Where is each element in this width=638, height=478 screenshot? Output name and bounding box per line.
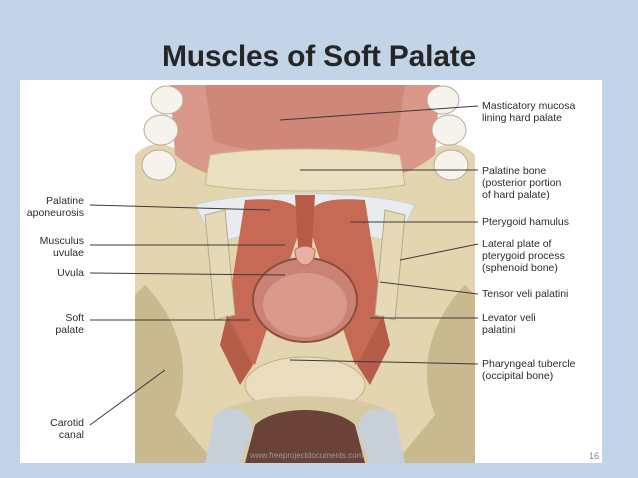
label-tensor-veli-palatini: Tensor veli palatini — [482, 288, 569, 300]
hard-palate-shade — [205, 85, 405, 153]
footer-watermark: www.freeprojectdocuments.com — [250, 451, 364, 460]
slide-title: Muscles of Soft Palate — [161, 40, 476, 73]
label-masticatory-mucosa: Masticatory mucosa lining hard palate — [482, 100, 576, 124]
label-pterygoid-hamulus: Pterygoid hamulus — [482, 216, 569, 228]
bone-shadow-right — [395, 285, 475, 463]
bone-shadow — [135, 285, 215, 463]
levator-right — [357, 315, 390, 385]
label-pharyngeal-tubercle: Pharyngeal tubercle (occipital bone) — [482, 358, 576, 382]
label-palatine-aponeurosis: Palatine aponeurosis — [26, 195, 84, 219]
pharyngeal-opening-inner — [263, 273, 347, 337]
label-musculus-uvulae: Musculus uvulae — [39, 235, 84, 259]
uvula — [294, 245, 316, 266]
occipital-condyle-left — [205, 408, 253, 463]
label-palatine-bone: Palatine bone (posterior portion of hard… — [482, 165, 562, 201]
teeth-right — [426, 85, 469, 181]
label-soft-palate: Soft palate — [55, 312, 84, 336]
soft-palate-illustration — [135, 85, 475, 463]
label-uvula: Uvula — [57, 267, 84, 279]
foramen-magnum — [245, 410, 365, 463]
pterygoid-plate-right — [374, 209, 406, 321]
label-lateral-plate: Lateral plate of pterygoid process (sphe… — [482, 238, 565, 274]
levator-left — [220, 315, 253, 385]
label-levator-veli-palatini: Levator veli palatini — [482, 312, 536, 336]
label-carotid-canal: Carotid canal — [50, 417, 84, 441]
page-number: 16 — [589, 451, 600, 461]
occipital-condyle-right — [357, 408, 405, 463]
pterygoid-plate-left — [204, 209, 236, 321]
teeth-left — [141, 85, 184, 181]
